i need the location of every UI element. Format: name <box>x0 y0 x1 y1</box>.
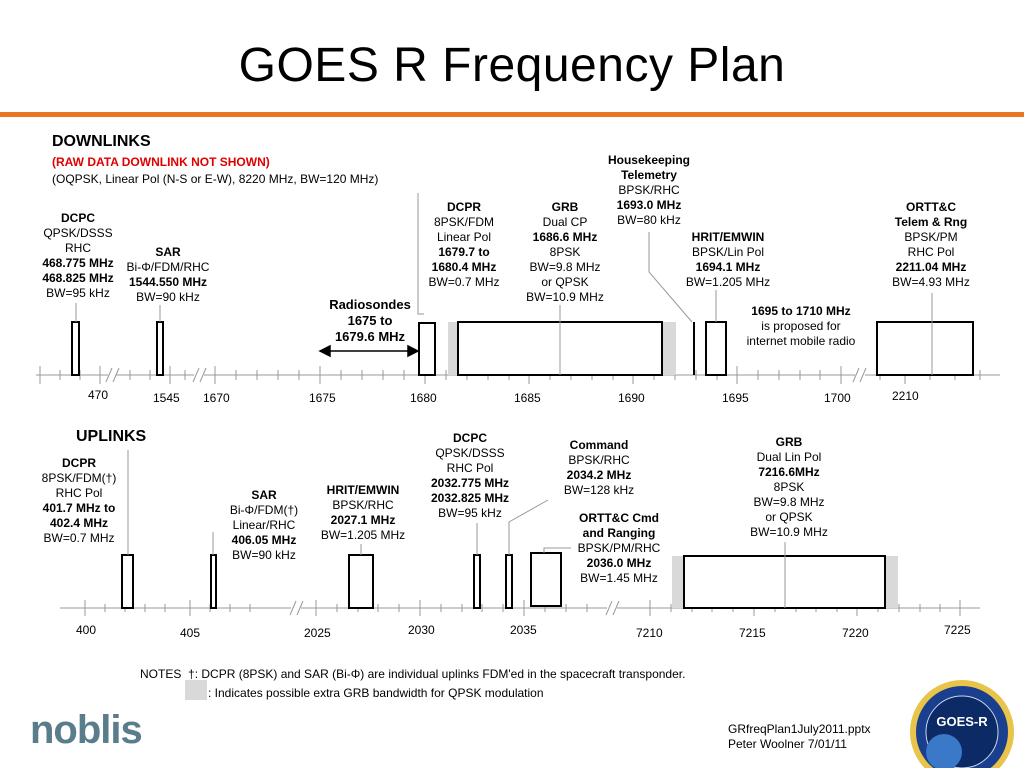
ul-grb-box <box>683 555 886 609</box>
dl-tick: 1695 <box>722 391 749 405</box>
dl-tick: 1680 <box>410 391 437 405</box>
ul-tick: 7220 <box>842 626 869 640</box>
footer-author: Peter Woolner 7/01/11 <box>728 737 847 751</box>
ul-tick: 2030 <box>408 623 435 637</box>
goes-r-badge-icon: GOES-R <box>910 680 1014 768</box>
notes-label: NOTES <box>140 667 182 681</box>
dl-tick: 1690 <box>618 391 645 405</box>
ul-tick: 400 <box>76 623 97 637</box>
noblis-logo: noblis <box>30 708 143 752</box>
uplink-axis-breaks <box>289 600 620 616</box>
dl-tick: 1545 <box>153 391 180 405</box>
dl-sar-box <box>156 321 164 376</box>
ul-grb-extra-bw <box>672 556 898 608</box>
downlinks-note-red: (RAW DATA DOWNLINK NOT SHOWN) <box>52 155 270 169</box>
dl-tick: 1700 <box>824 391 851 405</box>
downlinks-note: (OQPSK, Linear Pol (N-S or E-W), 8220 MH… <box>52 172 379 186</box>
ul-tick: 7215 <box>739 626 766 640</box>
dl-hrit-box <box>705 321 727 376</box>
uplink-axis-ticks <box>84 600 961 616</box>
ul-dcpc-box <box>473 554 481 609</box>
uplinks-header: UPLINKS <box>76 428 147 445</box>
notes-text-1: †: DCPR (8PSK) and SAR (Bi-Φ) are indivi… <box>188 667 686 681</box>
ul-sar-box <box>210 554 217 609</box>
ul-ortt-box <box>530 552 562 607</box>
dl-tick: 1675 <box>309 391 336 405</box>
downlinks-header: DOWNLINKS <box>52 133 151 150</box>
dl-tick: 1685 <box>514 391 541 405</box>
ul-tick: 7210 <box>636 626 663 640</box>
radiosondes-arrow <box>318 344 420 358</box>
dl-tick: 1670 <box>203 391 230 405</box>
notes-line-1: NOTES †: DCPR (8PSK) and SAR (Bi-Φ) are … <box>140 667 685 681</box>
dl-ortt-box <box>876 321 974 376</box>
ul-dcpr-box <box>121 554 134 609</box>
downlink-axis-ticks <box>39 366 981 384</box>
ul-tick: 2025 <box>304 626 331 640</box>
ul-command-box <box>505 554 513 609</box>
badge-text: GOES-R <box>936 714 988 729</box>
ul-tick: 2035 <box>510 623 537 637</box>
title-divider <box>0 112 1024 117</box>
dl-tick: 2210 <box>892 389 919 403</box>
dl-tick: 470 <box>88 388 109 402</box>
dl-dcpr-box <box>418 322 436 376</box>
ul-tick: 405 <box>180 626 201 640</box>
dl-dcpc-box <box>71 321 80 376</box>
ul-tick: 7225 <box>944 623 971 637</box>
downlink-axis-breaks <box>105 367 867 383</box>
notes-gray-swatch <box>185 680 207 700</box>
dl-grb-box <box>457 321 663 376</box>
ul-hrit-box <box>348 554 374 609</box>
notes-line-2: : Indicates possible extra GRB bandwidth… <box>208 686 544 700</box>
footer-file: GRfreqPlan1July2011.pptx <box>728 722 871 736</box>
dl-grb-extra-bw <box>448 322 676 375</box>
page-title: GOES R Frequency Plan <box>238 39 786 92</box>
